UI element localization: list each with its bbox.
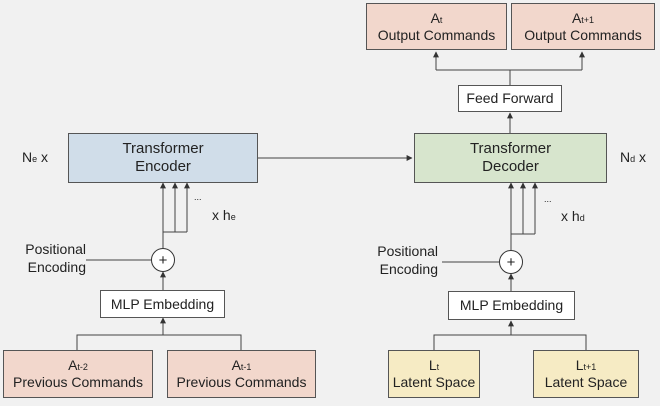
encoder-add-node: + [151, 248, 175, 272]
decoder-heads-label: x hd [561, 208, 585, 224]
output-command-box-at-plus-1: At+1 Output Commands [511, 3, 655, 50]
decoder-repeat-label: Nd x [620, 149, 647, 165]
decoder-mlp-embedding-box: MLP Embedding [448, 291, 575, 320]
previous-command-box-at-minus-2: At-2 Previous Commands [3, 350, 153, 398]
decoder-positional-encoding-label: Positional Encoding [377, 243, 438, 277]
encoder-mlp-embedding-box: MLP Embedding [100, 290, 225, 318]
output-command-symbol: At+1 [571, 9, 595, 26]
previous-command-box-at-minus-1: At-1 Previous Commands [167, 350, 316, 398]
transformer-encoder-box: Transformer Encoder [68, 133, 258, 183]
wire-prev-cmd-1 [76, 334, 163, 350]
latent-space-symbol: Lt [428, 357, 440, 374]
latent-space-symbol: Lt+1 [575, 357, 597, 374]
output-command-label: Output Commands [524, 26, 642, 43]
latent-space-label: Latent Space [392, 374, 476, 390]
wire-prev-cmd-2 [163, 334, 242, 350]
previous-command-symbol: At-1 [231, 357, 252, 374]
previous-command-label: Previous Commands [13, 374, 143, 390]
encoder-repeat-label: Ne x [22, 149, 49, 165]
wire-latent-1 [433, 334, 511, 350]
previous-command-symbol: At-2 [68, 357, 88, 374]
output-command-box-at: At Output Commands [366, 3, 507, 50]
decoder-add-node: + [499, 250, 523, 274]
encoder-title-line1: Transformer [122, 140, 204, 157]
decoder-heads-ellipsis: ... [544, 194, 552, 204]
encoder-positional-encoding-label: Positional Encoding [25, 241, 86, 275]
wire-latent-2 [511, 334, 587, 350]
latent-space-box-lt-plus-1: Lt+1 Latent Space [533, 350, 639, 398]
latent-space-box-lt: Lt Latent Space [388, 350, 480, 398]
decoder-title-line2: Decoder [482, 158, 539, 175]
encoder-heads-label: x he [212, 207, 236, 223]
decoder-title-line1: Transformer [469, 140, 552, 157]
encoder-title-line2: Encoder [135, 158, 191, 175]
previous-command-label: Previous Commands [176, 374, 307, 390]
wire-enc-plus-to-heads [162, 231, 187, 248]
wire-dec-plus-to-heads [510, 233, 535, 250]
latent-space-label: Latent Space [544, 374, 628, 390]
output-command-symbol: At [430, 9, 443, 26]
output-command-label: Output Commands [377, 26, 496, 43]
transformer-decoder-box: Transformer Decoder [414, 133, 607, 183]
wire-feedforward-split [436, 69, 511, 85]
feed-forward-box: Feed Forward [458, 85, 562, 112]
encoder-heads-ellipsis: ... [194, 192, 202, 202]
